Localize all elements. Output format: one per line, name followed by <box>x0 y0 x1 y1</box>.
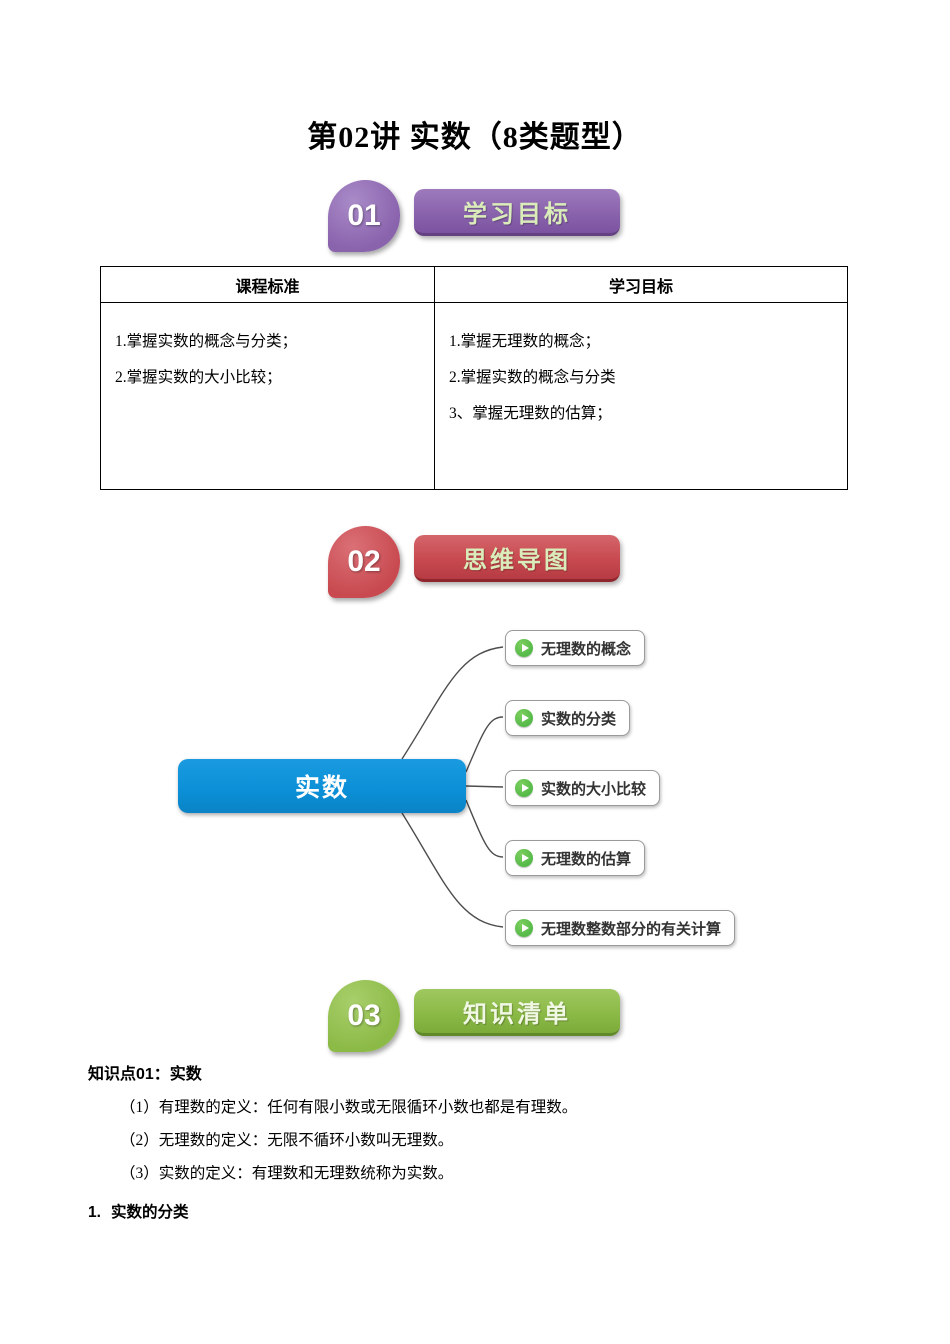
mindmap-branch-label: 实数的大小比较 <box>541 780 647 798</box>
knowledge-section: 知识点01：实数 （1）有理数的定义：任何有限小数或无限循环小数也都是有理数。 … <box>88 1060 888 1222</box>
section-number-badge-03: 03 <box>328 980 400 1052</box>
knowledge-item: （1）有理数的定义：任何有限小数或无限循环小数也都是有理数。 <box>120 1099 578 1116</box>
table-header-learning-goal: 学习目标 <box>435 267 847 303</box>
knowledge-item: （2）无理数的定义：无限不循环小数叫无理数。 <box>120 1132 454 1149</box>
knowledge-subheading-text: 实数的分类 <box>110 1204 189 1221</box>
mindmap-center-node: 实数 <box>178 759 466 813</box>
section-header-03: 03 知识清单 <box>328 980 628 1054</box>
table-item: 1.掌握实数的概念与分类； <box>115 333 298 350</box>
mindmap-center-label: 实数 <box>294 774 349 802</box>
play-icon <box>515 709 533 727</box>
play-icon <box>515 639 533 657</box>
section-label: 知识清单 <box>463 1000 571 1028</box>
mindmap-branch-label: 无理数的估算 <box>541 850 632 868</box>
table-item: 3、掌握无理数的估算； <box>449 405 612 422</box>
table-header-row: 课程标准 学习目标 <box>101 267 847 303</box>
section-banner-03: 知识清单 <box>414 989 620 1036</box>
mindmap-branch-label: 实数的分类 <box>541 710 617 728</box>
section-number-badge-02: 02 <box>328 526 400 598</box>
section-header-01: 01 学习目标 <box>328 180 628 254</box>
section-header-02: 02 思维导图 <box>328 526 628 600</box>
play-icon <box>515 779 533 797</box>
knowledge-item: （3）实数的定义：有理数和无理数统称为实数。 <box>120 1165 454 1182</box>
mindmap-branch-node: 实数的分类 <box>505 700 631 736</box>
section-number: 03 <box>347 999 381 1032</box>
section-banner-02: 思维导图 <box>414 535 620 582</box>
mindmap-branch-label: 无理数的概念 <box>541 640 632 658</box>
knowledge-heading: 知识点01：实数 <box>88 1066 202 1083</box>
section-banner-01: 学习目标 <box>414 189 620 236</box>
play-icon <box>515 919 533 937</box>
mindmap-branch-node: 无理数整数部分的有关计算 <box>505 910 736 946</box>
mindmap-branch-node: 实数的大小比较 <box>505 770 661 806</box>
mindmap-branch-node: 无理数的概念 <box>505 630 646 666</box>
section-label: 学习目标 <box>463 200 571 228</box>
mindmap-branch-label: 无理数整数部分的有关计算 <box>541 920 722 938</box>
section-number: 01 <box>347 199 381 232</box>
mindmap-branch-node: 无理数的估算 <box>505 840 646 876</box>
section-label: 思维导图 <box>463 546 571 574</box>
page-title: 第02讲 实数（8类题型） <box>307 121 643 154</box>
table-header-course-standard: 课程标准 <box>101 267 435 303</box>
table-item: 2.掌握实数的概念与分类 <box>449 369 616 386</box>
section-number-badge-01: 01 <box>328 180 400 252</box>
knowledge-subheading-number: 1. <box>88 1204 101 1221</box>
play-icon <box>515 849 533 867</box>
section-number: 02 <box>347 545 381 578</box>
table-cell-course-standard: 1.掌握实数的概念与分类； 2.掌握实数的大小比较； <box>101 303 435 489</box>
table-body-row: 1.掌握实数的概念与分类； 2.掌握实数的大小比较； 1.掌握无理数的概念； 2… <box>101 303 847 489</box>
table-cell-learning-goal: 1.掌握无理数的概念； 2.掌握实数的概念与分类 3、掌握无理数的估算； <box>435 303 847 489</box>
knowledge-subheading: 1. 实数的分类 <box>88 1200 888 1222</box>
table-item: 1.掌握无理数的概念； <box>449 333 601 350</box>
table-item: 2.掌握实数的大小比较； <box>115 369 282 386</box>
objectives-table: 课程标准 学习目标 1.掌握实数的概念与分类； 2.掌握实数的大小比较； 1.掌… <box>100 266 848 490</box>
